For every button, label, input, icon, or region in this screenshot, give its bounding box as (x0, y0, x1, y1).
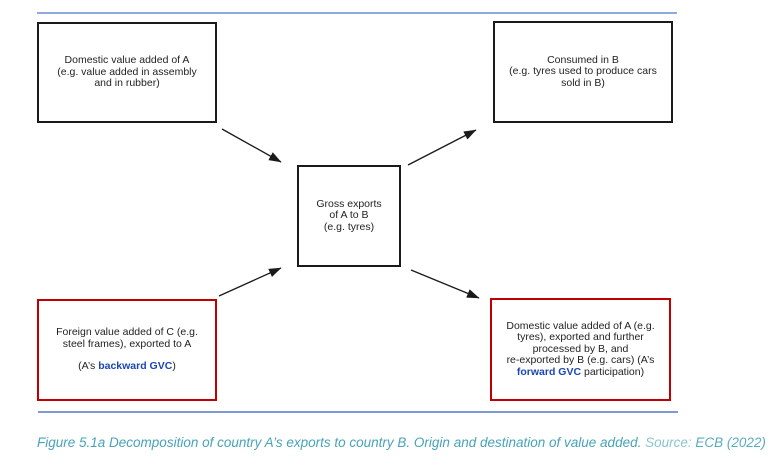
figure-caption: Figure 5.1a Decomposition of country A’s… (37, 435, 766, 450)
consumed-in-b-box: Consumed in B (e.g. tyres used to produc… (493, 21, 673, 123)
foreign-value-added-text: Foreign value added of C (e.g. steel fra… (56, 327, 198, 373)
consumed-in-b-text: Consumed in B (e.g. tyres used to produc… (509, 53, 657, 90)
backward-gvc-term: backward GVC (98, 360, 173, 373)
box-line: and in rubber) (94, 77, 160, 90)
caption-source-label: Source: (645, 435, 696, 450)
box-line: steel frames), exported to A (62, 337, 192, 350)
domestic-reexported-box: Domestic value added of A (e.g. tyres), … (490, 298, 671, 401)
arrow-bottom-left-to-center-icon (218, 267, 282, 297)
caption-source-reference: ECB (2022) (695, 435, 766, 450)
bottom-divider-rule (38, 411, 678, 413)
caption-main-text: Figure 5.1a Decomposition of country A’s… (37, 435, 646, 450)
foreign-value-added-box: Foreign value added of C (e.g. steel fra… (37, 299, 217, 401)
box-line: Foreign value added of C (e.g. (56, 326, 198, 339)
backward-gvc-line: (A’s backward GVC) (56, 360, 198, 373)
box-line: (e.g. tyres used to produce cars (509, 65, 657, 78)
domestic-value-added-box: Domestic value added of A (e.g. value ad… (37, 22, 217, 123)
forward-gvc-term: forward GVC (516, 365, 582, 378)
box-line: Gross exports (316, 197, 382, 210)
box-line: Domestic value added of A (64, 54, 190, 67)
box-line: (e.g. tyres) (323, 220, 375, 233)
box-line: Consumed in B (547, 53, 619, 66)
domestic-reexported-text: Domestic value added of A (e.g. tyres), … (506, 319, 655, 379)
box-line: of A to B (329, 209, 369, 222)
arrow-center-to-bottom-right-icon (410, 269, 480, 299)
arrow-center-to-top-right-icon (407, 129, 477, 166)
gvc-suffix: participation) (581, 365, 645, 378)
top-divider-rule (37, 12, 677, 14)
box-line: processed by B, and (532, 342, 629, 355)
box-line: (e.g. value added in assembly (57, 65, 197, 78)
gross-exports-box: Gross exports of A to B (e.g. tyres) (297, 165, 401, 267)
box-line: tyres), exported and further (517, 331, 644, 344)
arrow-top-left-to-center-icon (221, 128, 282, 163)
box-line: Domestic value added of A (e.g. (506, 319, 655, 332)
forward-gvc-line: forward GVC participation) (506, 365, 654, 379)
domestic-value-added-text: Domestic value added of A (e.g. value ad… (57, 55, 197, 90)
gross-exports-text: Gross exports of A to B (e.g. tyres) (316, 197, 382, 234)
box-line: sold in B) (561, 76, 605, 89)
box-line: re-exported by B (e.g. cars) (A’s (506, 354, 655, 367)
gvc-prefix: (A’s (78, 360, 99, 373)
gvc-suffix: ) (172, 360, 176, 373)
